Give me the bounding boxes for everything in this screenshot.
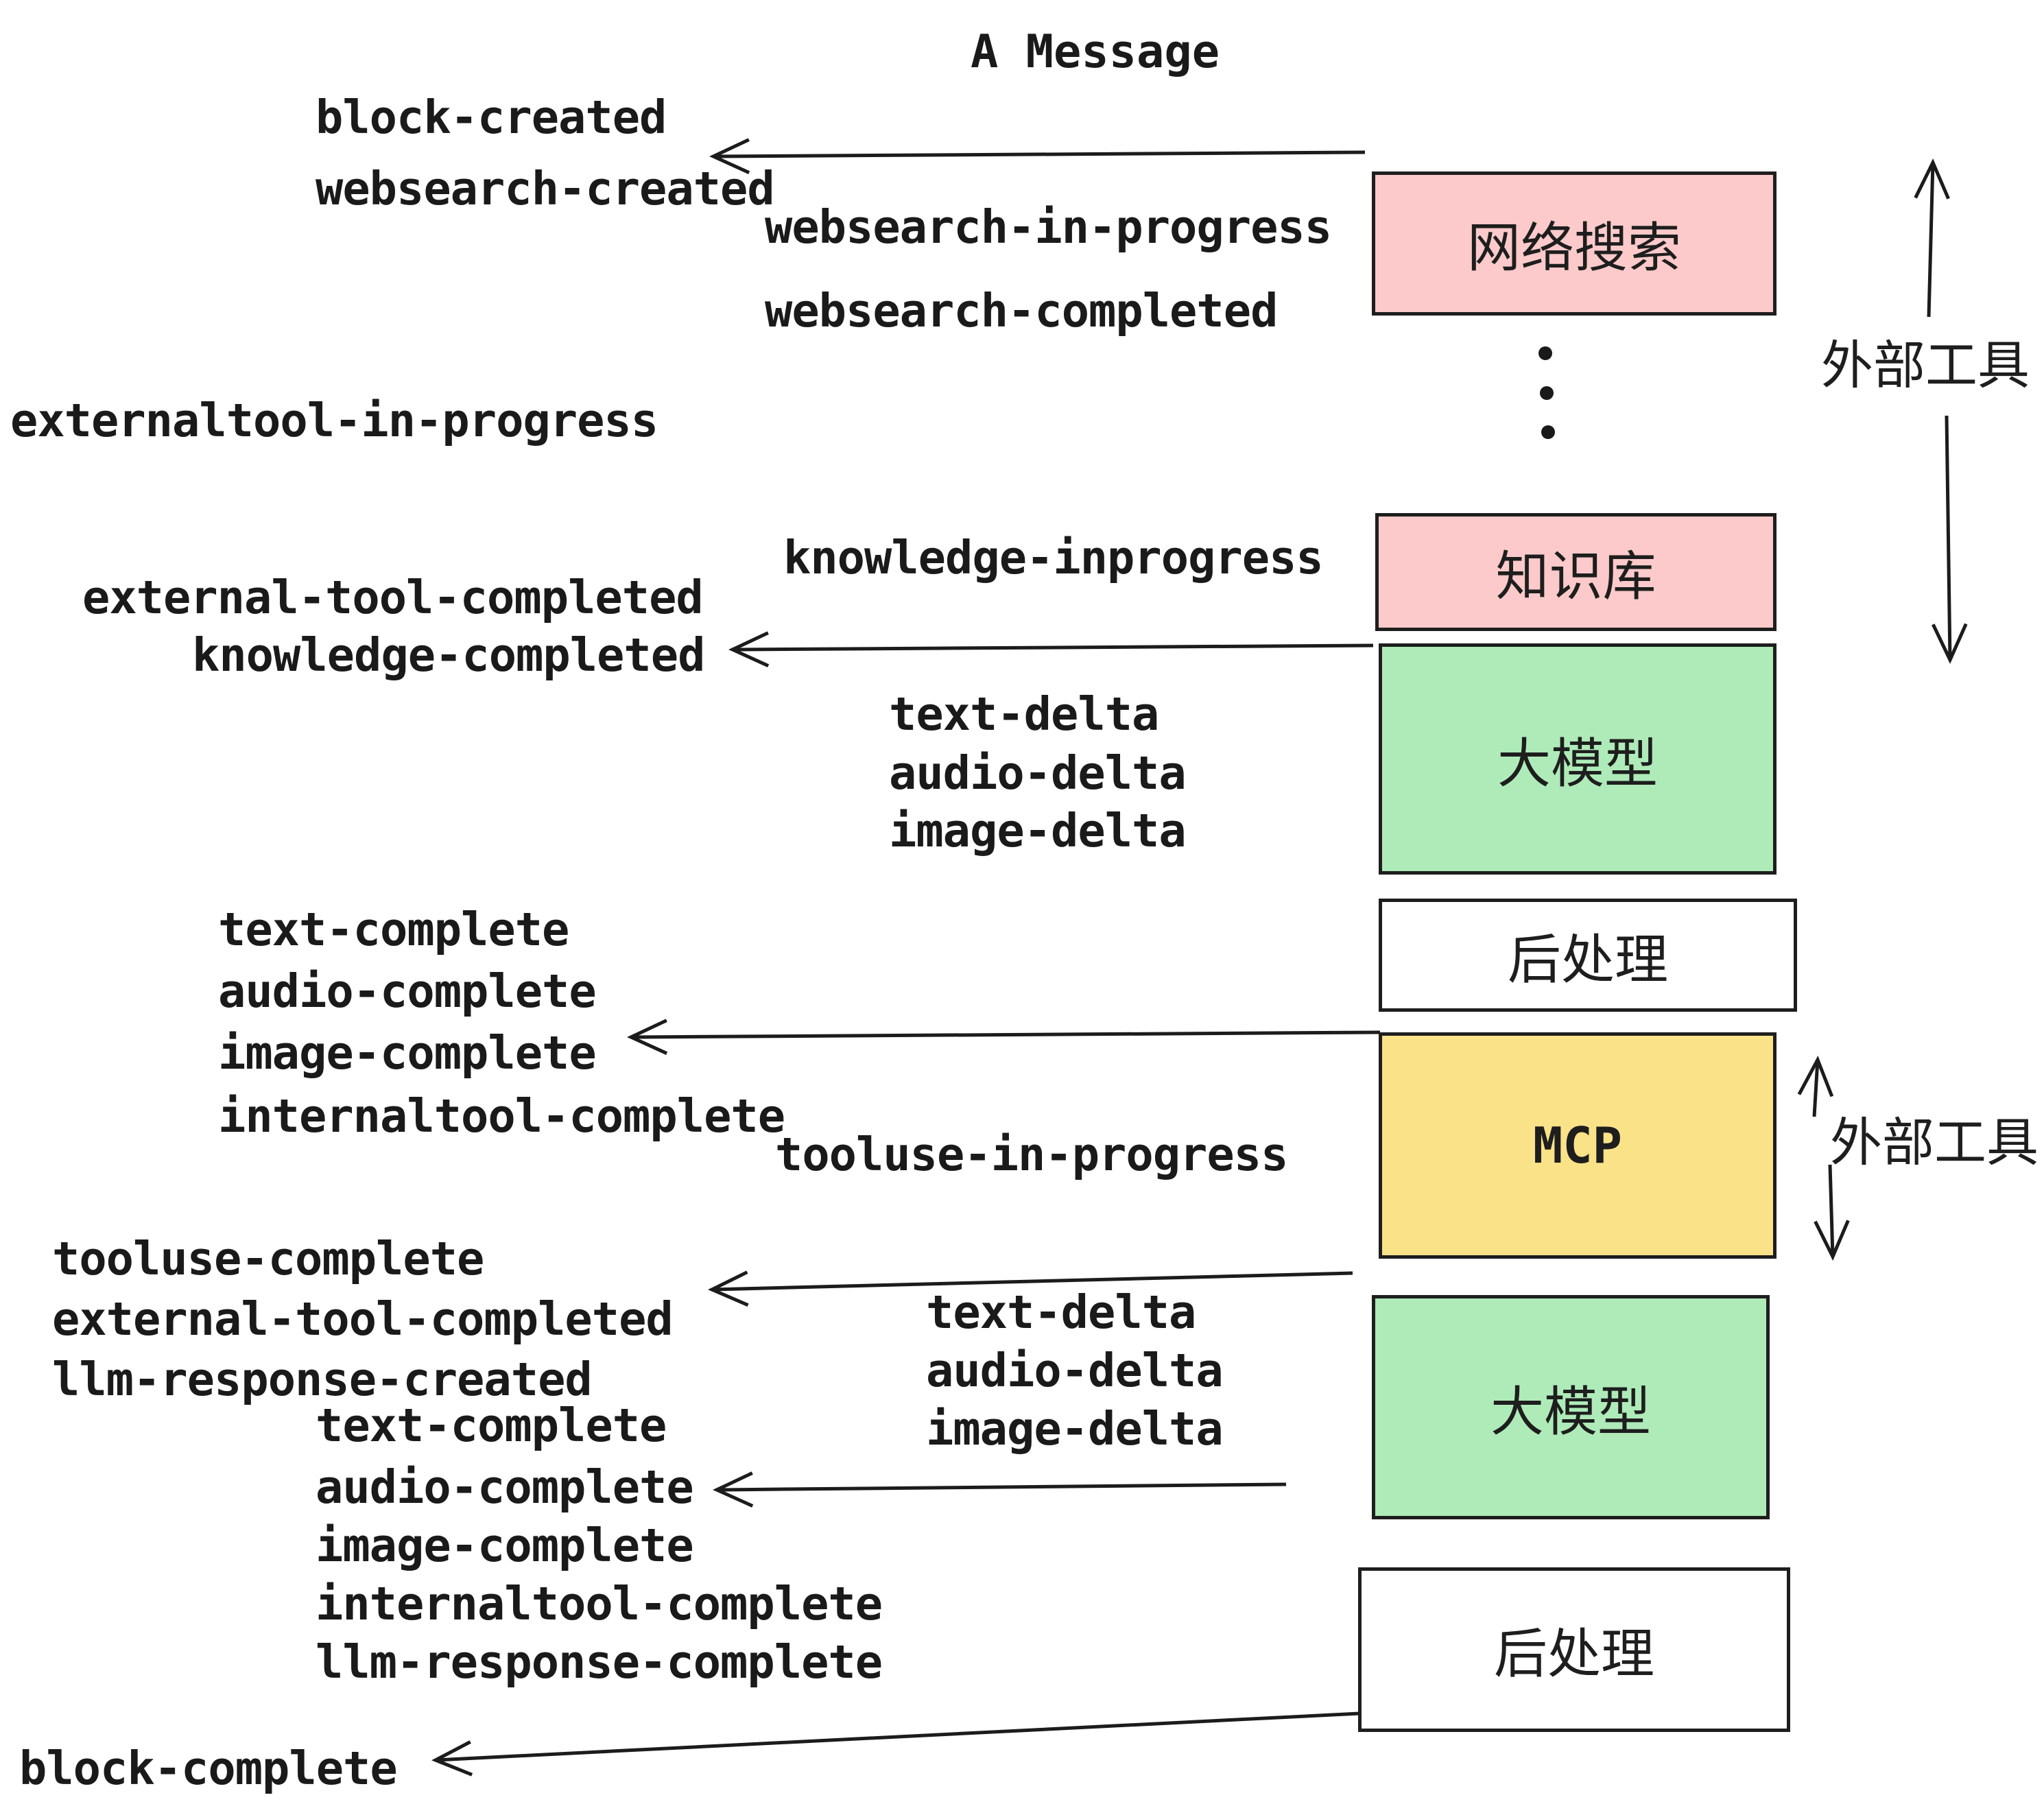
event-label: image-complete [316,1519,694,1572]
box-label: 大模型 [1497,733,1658,795]
event-label: text-delta [889,687,1159,741]
external-tools-down-arrow-1 [1932,415,1968,664]
arrow-to-knowledge-completed [728,631,1374,667]
event-label: audio-delta [926,1344,1224,1397]
event-label: internaltool-complete [218,1089,785,1143]
ellipsis-dot [1541,425,1555,439]
event-label: audio-delta [889,746,1187,800]
box-label: 后处理 [1493,1624,1654,1685]
event-label: external-tool-completed [52,1292,674,1346]
external-tools-down-arrow-2 [1814,1164,1850,1261]
event-label: text-complete [316,1399,667,1452]
ellipsis-dot [1540,386,1554,400]
event-label: llm-response-complete [316,1635,883,1689]
event-label: websearch-completed [765,284,1278,337]
arrow-to-audio-complete-2 [713,1471,1287,1508]
event-label: knowledge-inprogress [783,531,1324,584]
event-label: websearch-created [316,162,775,215]
event-label: image-complete [218,1026,597,1080]
external-tools-label: 外部工具 [1821,335,2030,396]
event-label: text-complete [218,903,569,956]
event-label: tooluse-complete [52,1232,484,1285]
event-label: externaltool-in-progress [10,394,658,447]
box-postprocess-1: 后处理 [1379,899,1797,1012]
box-label: 网络搜索 [1466,217,1681,279]
box-postprocess-2: 后处理 [1358,1567,1790,1732]
arrow-to-image-complete-1 [627,1019,1381,1055]
external-tools-label: 外部工具 [1830,1112,2039,1173]
external-tools-up-arrow-2 [1797,1056,1834,1117]
box-label: 后处理 [1507,929,1668,991]
event-label: image-delta [926,1402,1224,1456]
event-label: audio-complete [316,1460,694,1514]
event-label: websearch-in-progress [765,200,1332,254]
event-label: external-tool-completed [82,571,704,624]
event-label: image-delta [889,804,1187,857]
box-label: 知识库 [1495,546,1656,608]
box-label: 大模型 [1490,1381,1651,1443]
box-llm-1: 大模型 [1379,643,1776,875]
event-label: block-created [316,91,667,144]
box-knowledge-base: 知识库 [1375,513,1776,631]
event-label: block-complete [19,1742,398,1795]
box-label: MCP [1532,1117,1623,1174]
diagram-title: A Message [971,25,1220,78]
box-llm-2: 大模型 [1372,1295,1770,1519]
box-websearch: 网络搜索 [1372,171,1776,316]
arrow-to-block-created [709,138,1366,174]
event-label: llm-response-created [52,1353,593,1406]
arrow-to-block-complete [431,1711,1360,1777]
event-label: knowledge-completed [192,628,705,682]
external-tools-up-arrow-1 [1914,158,1950,318]
ellipsis-dot [1538,346,1552,360]
box-mcp: MCP [1379,1032,1776,1259]
event-label: internaltool-complete [316,1577,883,1630]
event-label: tooluse-in-progress [775,1128,1288,1181]
event-label: text-delta [926,1285,1196,1339]
event-label: audio-complete [218,964,597,1018]
